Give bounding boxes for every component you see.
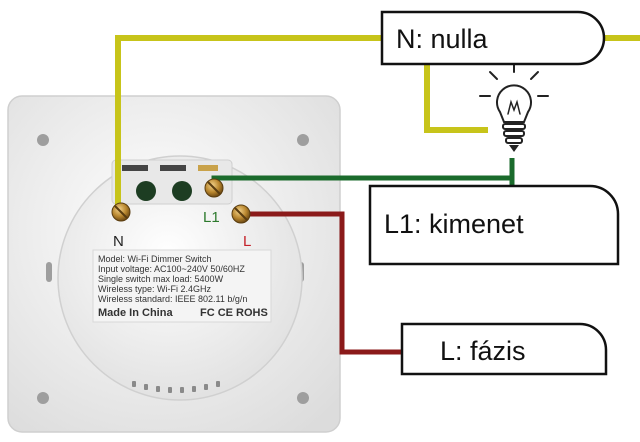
mounting-hole	[37, 134, 49, 146]
mounting-hole	[37, 392, 49, 404]
device-label: Model: Wi-Fi Dimmer Switch Input voltage…	[92, 249, 272, 323]
dummy-terminal	[172, 181, 192, 201]
mounting-hole	[297, 134, 309, 146]
terminal-l	[231, 204, 251, 224]
callout-neutral-text: N: nulla	[396, 24, 489, 54]
label-wireless-type: Wireless type: Wi-Fi 2.4GHz	[98, 284, 212, 294]
label-made-in: Made In China	[98, 307, 173, 319]
terminal-l1	[204, 178, 224, 198]
terminal-label-n: N	[113, 233, 124, 250]
label-certification-marks: FC CE ROHS	[200, 307, 268, 319]
neutral-wire-lamp	[424, 52, 488, 133]
callout-output: L1: kimenet	[368, 184, 620, 266]
terminal-label-l1: L1	[203, 209, 220, 226]
vent-slots	[132, 381, 220, 393]
label-input-voltage: Input voltage: AC100~240V 50/60HZ	[98, 264, 245, 274]
callout-neutral: N: nulla	[380, 10, 606, 66]
label-max-load: Single switch max load: 5400W	[98, 274, 224, 284]
mounting-slot	[46, 262, 52, 282]
callout-phase-text: L: fázis	[440, 336, 526, 366]
dummy-terminal	[136, 181, 156, 201]
label-wireless-standard: Wireless standard: IEEE 802.11 b/g/n	[98, 294, 247, 304]
label-model: Model: Wi-Fi Dimmer Switch	[98, 254, 212, 264]
callout-output-text: L1: kimenet	[384, 209, 524, 239]
callout-phase: L: fázis	[400, 322, 608, 376]
mounting-hole	[297, 392, 309, 404]
terminal-label-l: L	[243, 233, 251, 250]
phase-wire	[242, 211, 402, 355]
terminal-n	[111, 202, 131, 222]
light-bulb-icon	[479, 61, 549, 152]
